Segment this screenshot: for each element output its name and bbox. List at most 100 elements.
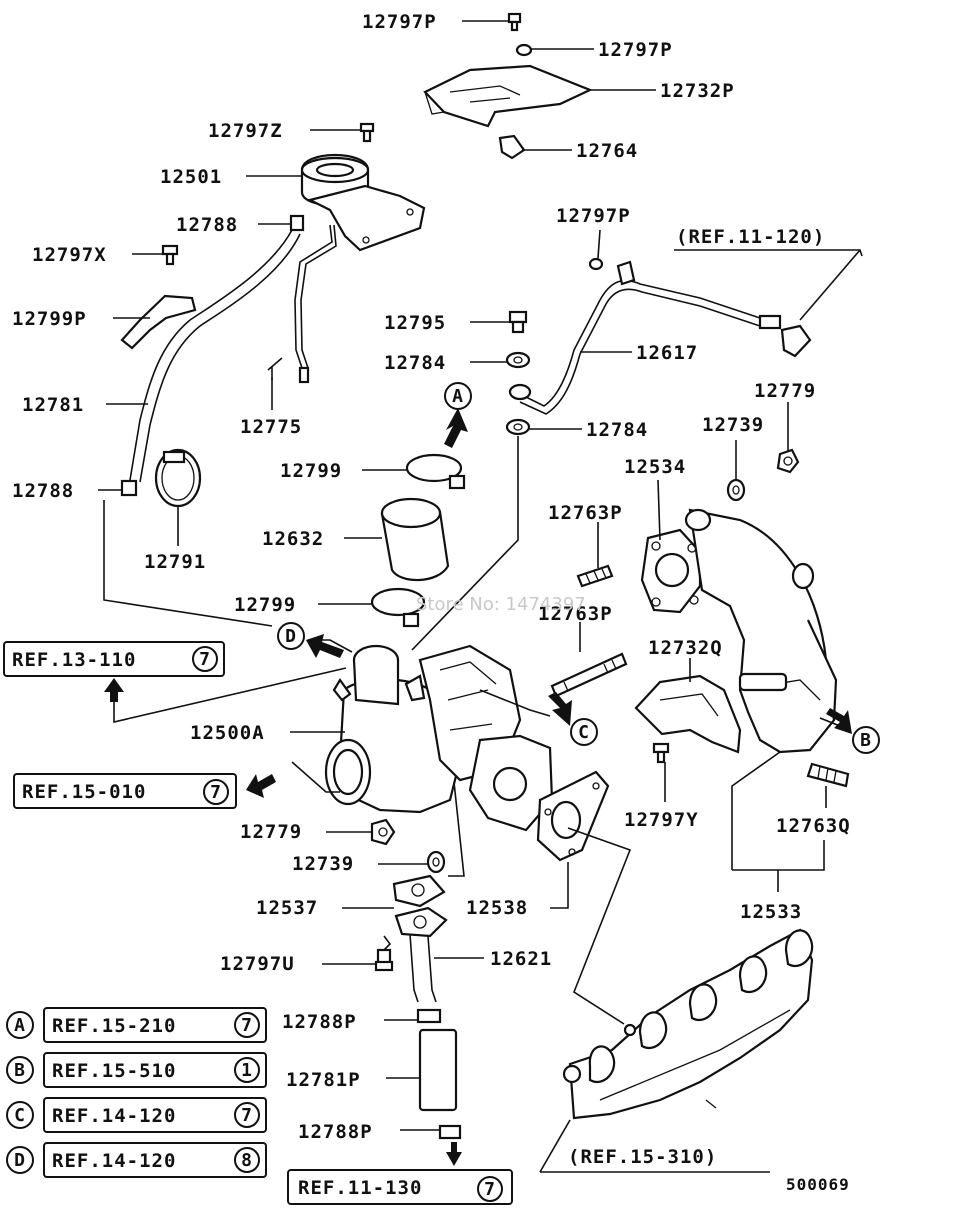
label-12799p[interactable]: 12799P	[12, 308, 87, 330]
label-12763p-b[interactable]: 12763P	[538, 603, 613, 625]
washer-12784-upper	[505, 351, 531, 369]
label-12537[interactable]: 12537	[256, 897, 318, 919]
callout-c[interactable]: C	[570, 718, 598, 746]
clamp-12788-upper	[289, 214, 305, 232]
ref-box-13-110[interactable]: REF.13-110 7	[3, 641, 225, 677]
callout-b[interactable]: B	[852, 726, 880, 754]
label-12632[interactable]: 12632	[262, 528, 324, 550]
label-12797p-b[interactable]: 12797P	[598, 39, 673, 61]
legend-row-c[interactable]: C REF.14-120 7	[6, 1097, 267, 1133]
bolt-12795	[508, 310, 528, 334]
label-12739-a[interactable]: 12739	[702, 414, 764, 436]
label-12799-a[interactable]: 12799	[280, 460, 342, 482]
svg-text:D: D	[285, 626, 297, 647]
bolt-12797u	[374, 935, 394, 972]
svg-text:C: C	[578, 722, 590, 743]
label-12784-b[interactable]: 12784	[586, 419, 648, 441]
legend-row-b[interactable]: B REF.15-510 1	[6, 1052, 267, 1088]
leader-lines	[98, 20, 863, 1173]
label-12797y[interactable]: 12797Y	[624, 809, 699, 831]
label-12788p-b[interactable]: 12788P	[298, 1121, 373, 1143]
label-12617[interactable]: 12617	[636, 342, 698, 364]
label-12763q[interactable]: 12763Q	[776, 815, 851, 837]
label-12779-a[interactable]: 12779	[754, 380, 816, 402]
arrow-down-ref-11-130	[446, 1142, 462, 1166]
legend-row-a[interactable]: A REF.15-210 7	[6, 1007, 267, 1043]
label-12795[interactable]: 12795	[384, 312, 446, 334]
label-12538[interactable]: 12538	[466, 897, 528, 919]
callout-a[interactable]: A	[444, 382, 472, 410]
label-12533[interactable]: 12533	[740, 901, 802, 923]
bolt-12797x	[161, 244, 179, 266]
label-12788-b[interactable]: 12788	[12, 480, 74, 502]
stud-12763p-lower	[550, 652, 628, 698]
label-12621[interactable]: 12621	[490, 948, 552, 970]
label-12797x[interactable]: 12797X	[32, 244, 107, 266]
clamp-12788-lower	[120, 479, 138, 497]
label-12732q[interactable]: 12732Q	[648, 637, 723, 659]
ref-11-120[interactable]: (REF.11-120)	[676, 226, 825, 248]
label-12797u[interactable]: 12797U	[220, 953, 295, 975]
ref-15-310[interactable]: (REF.15-310)	[568, 1146, 717, 1168]
label-12501[interactable]: 12501	[160, 166, 222, 188]
label-12797z[interactable]: 12797Z	[208, 120, 283, 142]
label-12500a[interactable]: 12500A	[190, 722, 265, 744]
label-12732p[interactable]: 12732P	[660, 80, 735, 102]
store-watermark: Store No: 1474397	[416, 594, 586, 615]
hose-clamp-12799-upper	[405, 453, 466, 490]
label-12791[interactable]: 12791	[144, 551, 206, 573]
nut-12779-upper	[776, 448, 800, 474]
turbocharger-12500a	[324, 644, 554, 832]
svg-text:REF.11-130: REF.11-130	[298, 1177, 422, 1199]
arrow-up-ref-13-110	[104, 678, 124, 702]
label-12775[interactable]: 12775	[240, 416, 302, 438]
svg-text:REF.15-210: REF.15-210	[52, 1015, 176, 1037]
svg-text:REF.14-120: REF.14-120	[52, 1105, 176, 1127]
svg-text:REF.15-010: REF.15-010	[22, 781, 146, 803]
bolt-12797z	[359, 122, 375, 143]
washer-12784-lower	[505, 418, 531, 436]
svg-text:1: 1	[241, 1060, 253, 1081]
washer-12739-lower	[426, 850, 446, 874]
label-12797p-a[interactable]: 12797P	[362, 11, 437, 33]
clip-12788p-lower	[438, 1124, 462, 1140]
wastegate-actuator-12501	[294, 154, 426, 384]
label-12779-b[interactable]: 12779	[240, 821, 302, 843]
drain-hose-12781p	[418, 1028, 458, 1112]
svg-text:8: 8	[241, 1150, 253, 1171]
clip-12775	[267, 357, 283, 380]
legend: A REF.15-210 7 B REF.15-510 1 C REF.14-1…	[6, 1007, 267, 1178]
label-12534[interactable]: 12534	[624, 456, 686, 478]
svg-text:A: A	[452, 386, 464, 407]
label-12764[interactable]: 12764	[576, 140, 638, 162]
arrow-up-to-a	[444, 408, 468, 448]
label-12763p-a[interactable]: 12763P	[548, 502, 623, 524]
svg-text:REF.13-110: REF.13-110	[12, 649, 136, 671]
label-12781[interactable]: 12781	[22, 394, 84, 416]
label-12739-b[interactable]: 12739	[292, 853, 354, 875]
legend-row-d[interactable]: D REF.14-120 8	[6, 1142, 267, 1178]
stud-12763p-upper	[576, 564, 614, 588]
drawing-number: 500069	[786, 1175, 850, 1194]
ref-box-11-130[interactable]: REF.11-130 7	[287, 1169, 513, 1205]
oil-pipe-12617	[508, 260, 812, 415]
exhaust-manifold-12533	[562, 928, 814, 1120]
label-12788-a[interactable]: 12788	[176, 214, 238, 236]
arrow-left-ref-15-010	[246, 774, 276, 798]
exhaust-elbow-12534	[640, 508, 838, 754]
callout-d[interactable]: D	[277, 622, 305, 650]
label-12788p-a[interactable]: 12788P	[282, 1011, 357, 1033]
ref-box-15-010[interactable]: REF.15-010 7	[13, 773, 237, 809]
label-12797p-c[interactable]: 12797P	[556, 205, 631, 227]
svg-text:D: D	[14, 1150, 26, 1171]
bracket-12732p	[423, 64, 593, 128]
gasket-12537	[392, 874, 446, 908]
oil-drain-pipe-12621	[394, 906, 448, 1003]
hose-clamp-12791	[154, 448, 202, 508]
bolt-12797p-pipe	[588, 257, 604, 271]
heat-shield-12732q	[634, 674, 742, 754]
label-12799-b[interactable]: 12799	[234, 594, 296, 616]
label-12781p[interactable]: 12781P	[286, 1069, 361, 1091]
label-12784-a[interactable]: 12784	[384, 352, 446, 374]
nut-12779-lower	[370, 818, 396, 846]
